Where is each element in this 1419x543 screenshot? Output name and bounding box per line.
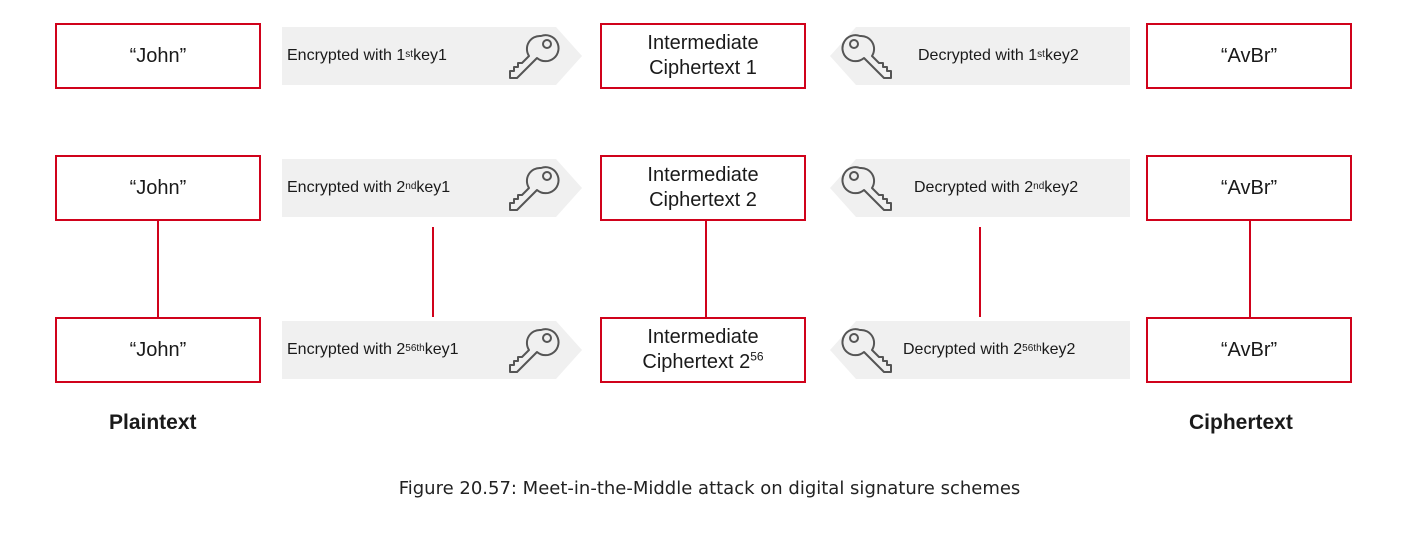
ciphertext-text: “AvBr” [1220,44,1278,67]
encrypt-arrow-row3 [282,321,582,379]
connector-line-plaintext [157,221,159,317]
plaintext-text: “John” [129,338,187,361]
ciphertext-column-label: Ciphertext [1189,411,1293,434]
plaintext-text: “John” [129,176,187,199]
intermediate-box-row3: Intermediate Ciphertext 256 [600,317,806,383]
intermediate-box-row2: Intermediate Ciphertext 2 [600,155,806,221]
ciphertext-box-row2: “AvBr” [1146,155,1352,221]
key-icon [509,166,560,211]
connector-line-intermediate [705,221,707,317]
figure-caption: Figure 20.57: Meet-in-the-Middle attack … [398,478,1021,499]
key-icon [841,166,892,211]
connector-line-encrypt [432,227,434,317]
encrypt-arrow-row2 [282,159,582,217]
key-icon [841,34,892,79]
key-icon [509,34,560,79]
connector-line-ciphertext [1249,221,1251,317]
plaintext-column-label: Plaintext [109,411,197,434]
plaintext-box-row2: “John” [55,155,261,221]
ciphertext-box-row1: “AvBr” [1146,23,1352,89]
ciphertext-box-row3: “AvBr” [1146,317,1352,383]
intermediate-box-row1: Intermediate Ciphertext 1 [600,23,806,89]
ciphertext-text: “AvBr” [1220,176,1278,199]
key-icon [509,328,560,373]
plaintext-box-row1: “John” [55,23,261,89]
plaintext-text: “John” [129,44,187,67]
connector-line-decrypt [979,227,981,317]
ciphertext-text: “AvBr” [1220,338,1278,361]
plaintext-box-row3: “John” [55,317,261,383]
encrypt-arrow-row1 [282,27,582,85]
key-icon [841,328,892,373]
